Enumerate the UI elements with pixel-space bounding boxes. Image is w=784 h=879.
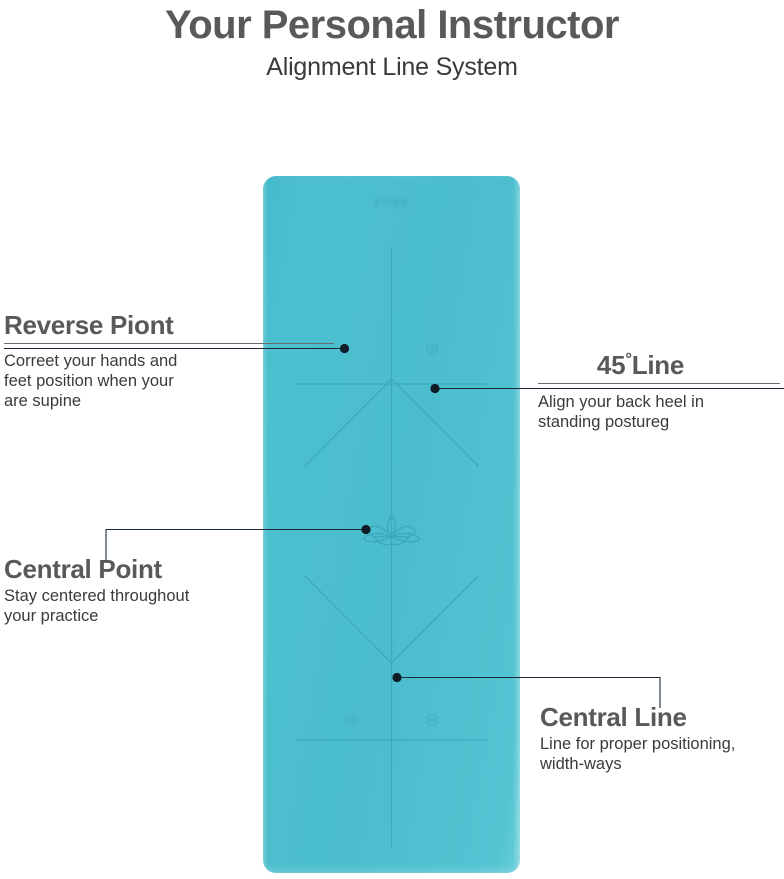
mat-diagonal-lower-left — [304, 575, 393, 664]
mat-circle-marker-upper-right — [425, 342, 439, 356]
page-subtitle: Alignment Line System — [266, 53, 518, 81]
callout-45-line-title: 45°Line — [430, 350, 780, 380]
callout-45-line-body: Align your back heel in standing posture… — [538, 393, 705, 431]
mat-diagonal-lower-right — [390, 575, 479, 664]
degree-symbol-icon: ° — [625, 349, 632, 369]
mat-diagonal-upper-left — [304, 378, 393, 467]
mat-circle-marker-lower-right-inner — [429, 717, 435, 723]
callout-central-point-body: Stay centered throughout your practice — [4, 587, 190, 625]
brand-watermark: yoga — [373, 194, 410, 208]
callout-45-line-rule — [538, 383, 780, 384]
page-title: Your Personal Instructor — [164, 3, 620, 47]
callout-reverse-point-title: Reverse Piont — [4, 310, 174, 340]
callout-central-point-title: Central Point — [4, 554, 162, 584]
callout-central-point: Central Point Stay centered throughout y… — [4, 554, 334, 626]
mat-left-edge-highlight — [263, 176, 268, 873]
mat-circle-marker-lower-right — [425, 713, 439, 727]
callout-reverse-point: Reverse Piont Correet your hands and fee… — [4, 310, 334, 411]
callout-central-line: Central Line Line for proper positioning… — [540, 702, 784, 774]
mat-circle-marker-lower-left — [344, 713, 358, 727]
mat-circle-marker-upper-right-inner — [429, 346, 435, 352]
mat-diagonal-upper-right — [390, 378, 479, 467]
mat-alignment-lines — [295, 247, 488, 849]
callout-45-line-word: Line — [631, 350, 685, 380]
mat-bottom-edge-highlight — [263, 863, 520, 873]
mat-right-edge-highlight — [513, 176, 520, 873]
callout-reverse-point-body: Correet your hands and feet position whe… — [4, 352, 178, 410]
lotus-emblem-icon — [362, 513, 421, 546]
header: Your Personal Instructor Alignment Line … — [0, 0, 784, 82]
yoga-mat-image: yoga — [263, 176, 520, 873]
callout-central-line-title: Central Line — [540, 702, 687, 732]
callout-45-line: 45°Line Align your back heel in standing… — [430, 350, 780, 432]
callout-central-line-body: Line for proper positioning, width-ways — [540, 735, 736, 773]
mat-circle-marker-lower-left-inner — [348, 717, 354, 723]
callout-reverse-point-rule — [4, 343, 334, 344]
callout-45-line-number: 45 — [596, 350, 626, 380]
